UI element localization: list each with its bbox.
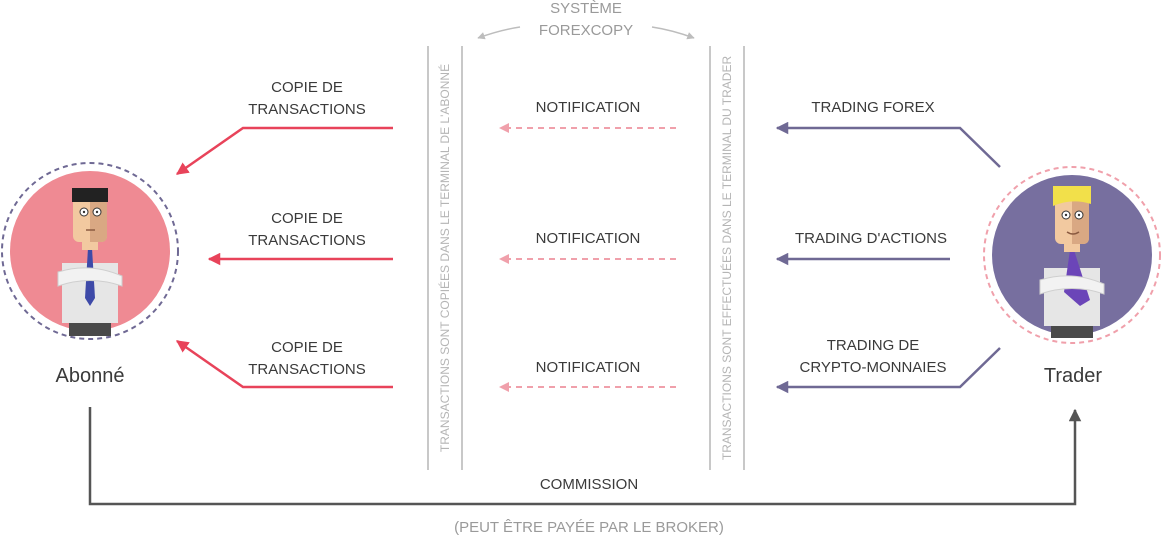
right-terminal-column: TRANSACTIONS SONT EFFECTUÉES DANS LE TER… — [709, 46, 745, 470]
trader-node: Trader — [983, 166, 1161, 387]
trading-label-line1: TRADING DE — [827, 337, 920, 354]
copy-arrow — [175, 339, 393, 389]
copy-label-line2: TRANSACTIONS — [248, 101, 366, 118]
trader-dashed-ring — [983, 166, 1161, 344]
row-2: COPIE DE TRANSACTIONS NOTIFICATION TRADI… — [207, 210, 950, 266]
businessman-avatar-icon — [57, 188, 123, 336]
trading-label-line1: TRADING D'ACTIONS — [795, 230, 947, 247]
commission-flow: COMMISSION (PEUT ÊTRE PAYÉE PAR LE BROKE… — [88, 407, 1082, 536]
row-1: COPIE DE TRANSACTIONS NOTIFICATION TRADI… — [175, 79, 1001, 176]
trading-label-line1: TRADING FOREX — [811, 99, 934, 116]
row-3: COPIE DE TRANSACTIONS NOTIFICATION TRADI… — [175, 337, 1001, 394]
commission-label: COMMISSION — [540, 476, 638, 493]
subscriber-name: Abonné — [56, 365, 125, 387]
trading-arrow — [775, 347, 1001, 394]
left-terminal-column: TRANSACTIONS SONT COPIÉES DANS LE TERMIN… — [427, 46, 463, 470]
copy-label-line1: COPIE DE — [271, 79, 343, 96]
notification-label: NOTIFICATION — [536, 99, 641, 116]
copy-label-line1: COPIE DE — [271, 339, 343, 356]
trader-name: Trader — [1044, 365, 1103, 387]
copy-label-line2: TRANSACTIONS — [248, 361, 366, 378]
left-column-text: TRANSACTIONS SONT COPIÉES DANS LE TERMIN… — [437, 64, 452, 452]
subscriber-node: Abonné — [1, 162, 179, 387]
system-label-line1: SYSTÈME — [550, 0, 622, 17]
notification-label: NOTIFICATION — [536, 359, 641, 376]
copy-arrow — [175, 126, 393, 176]
system-label-line2: FOREXCOPY — [539, 22, 633, 39]
subscriber-dashed-ring — [1, 162, 179, 340]
trading-arrow — [775, 121, 1001, 168]
copy-label-line2: TRANSACTIONS — [248, 232, 366, 249]
copy-label-line1: COPIE DE — [271, 210, 343, 227]
blond-businessman-avatar-icon — [1039, 186, 1105, 338]
system-arrow-left — [477, 26, 521, 40]
trading-label-line2: CRYPTO-MONNAIES — [800, 359, 947, 376]
commission-note: (PEUT ÊTRE PAYÉE PAR LE BROKER) — [454, 519, 724, 536]
commission-arrow — [88, 407, 1082, 506]
system-arrow-right — [651, 26, 695, 40]
right-column-text: TRANSACTIONS SONT EFFECTUÉES DANS LE TER… — [719, 56, 734, 461]
notification-label: NOTIFICATION — [536, 230, 641, 247]
